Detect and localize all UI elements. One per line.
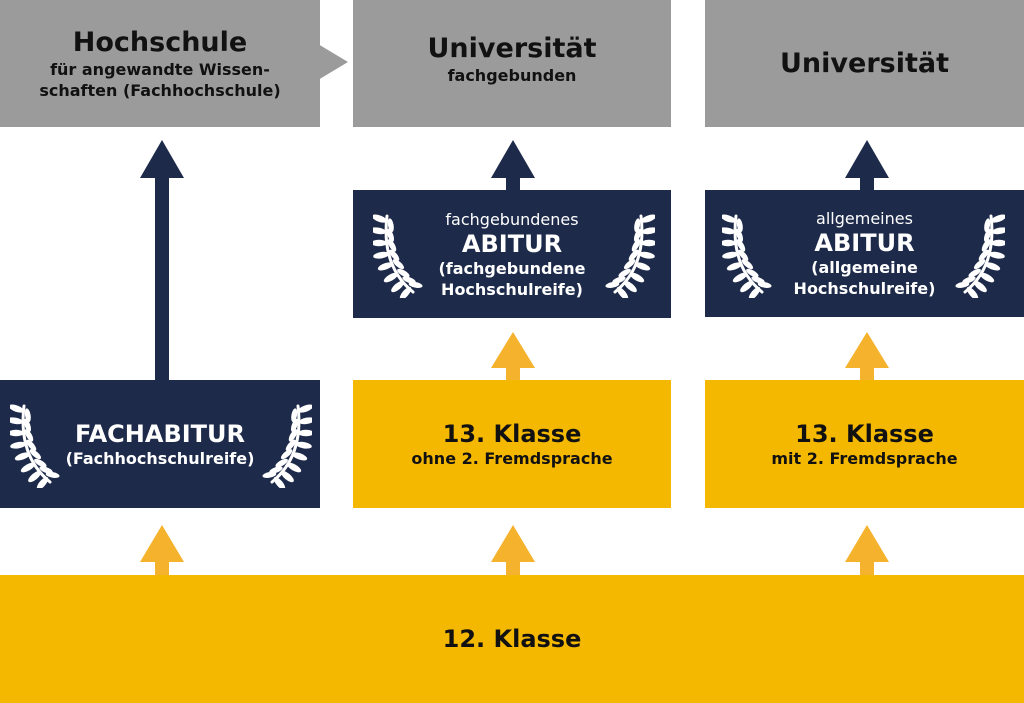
klasse13-ohne-box: 13. Klasse ohne 2. Fremdsprache <box>353 380 671 508</box>
fachgebundenes-abitur-line1: (fachgebundene <box>438 258 586 278</box>
hochschule-box: Hochschule für angewandte Wissen- schaft… <box>0 0 320 127</box>
laurel-wreath-icon <box>10 404 60 488</box>
allgemeines-abitur-line2: Hochschulreife) <box>793 279 936 298</box>
allgemeines-abitur-pre: allgemeines <box>816 209 913 228</box>
allgemeines-abitur-box: allgemeines ABITUR (allgemeine Hochschul… <box>705 190 1024 317</box>
klasse13-ohne-title: 13. Klasse <box>442 419 582 448</box>
klasse13-mit-sub: mit 2. Fremdsprache <box>771 448 958 468</box>
klasse13-ohne-sub: ohne 2. Fremdsprache <box>411 448 613 468</box>
arrow-up-icon <box>491 140 535 192</box>
laurel-wreath-icon <box>373 214 423 298</box>
fachgebundenes-abitur-pre: fachgebundenes <box>445 209 579 229</box>
uni-allgemein-title: Universität <box>780 47 949 79</box>
uni-allgemein-box: Universität <box>705 0 1024 127</box>
laurel-wreath-icon <box>605 214 655 298</box>
arrow-up-icon <box>491 332 535 382</box>
uni-fachgebunden-title: Universität <box>427 33 597 64</box>
arrow-up-icon <box>845 332 889 382</box>
fachgebundenes-abitur-line2: Hochschulreife) <box>441 279 583 299</box>
fachabitur-title: FACHABITUR <box>74 419 246 448</box>
fachgebundenes-abitur-title: ABITUR <box>461 229 563 258</box>
laurel-wreath-icon <box>262 404 312 488</box>
klasse12-title: 12. Klasse <box>442 625 582 653</box>
laurel-wreath-icon <box>955 214 1005 298</box>
arrow-up-icon <box>491 525 535 577</box>
klasse13-mit-title: 13. Klasse <box>795 419 934 448</box>
hochschule-line1: für angewandte Wissen- <box>50 59 270 79</box>
arrow-up-icon <box>140 140 184 382</box>
hochschule-line2: schaften (Fachhochschule) <box>39 80 281 100</box>
arrow-up-icon <box>845 140 889 192</box>
allgemeines-abitur-title: ABITUR <box>814 229 915 257</box>
fachabitur-sub: (Fachhochschulreife) <box>65 448 255 468</box>
fachabitur-box: FACHABITUR (Fachhochschulreife) <box>0 380 320 508</box>
allgemeines-abitur-line1: (allgemeine <box>811 258 918 277</box>
arrow-up-icon <box>140 525 184 577</box>
uni-fachgebunden-box: Universität fachgebunden <box>353 0 671 127</box>
klasse12-box: 12. Klasse <box>0 575 1024 703</box>
hochschule-title: Hochschule <box>72 26 248 58</box>
arrow-right-icon <box>318 44 348 80</box>
klasse13-mit-box: 13. Klasse mit 2. Fremdsprache <box>705 380 1024 508</box>
laurel-wreath-icon <box>722 214 772 298</box>
uni-fachgebunden-sub: fachgebunden <box>447 66 577 85</box>
arrow-up-icon <box>845 525 889 577</box>
